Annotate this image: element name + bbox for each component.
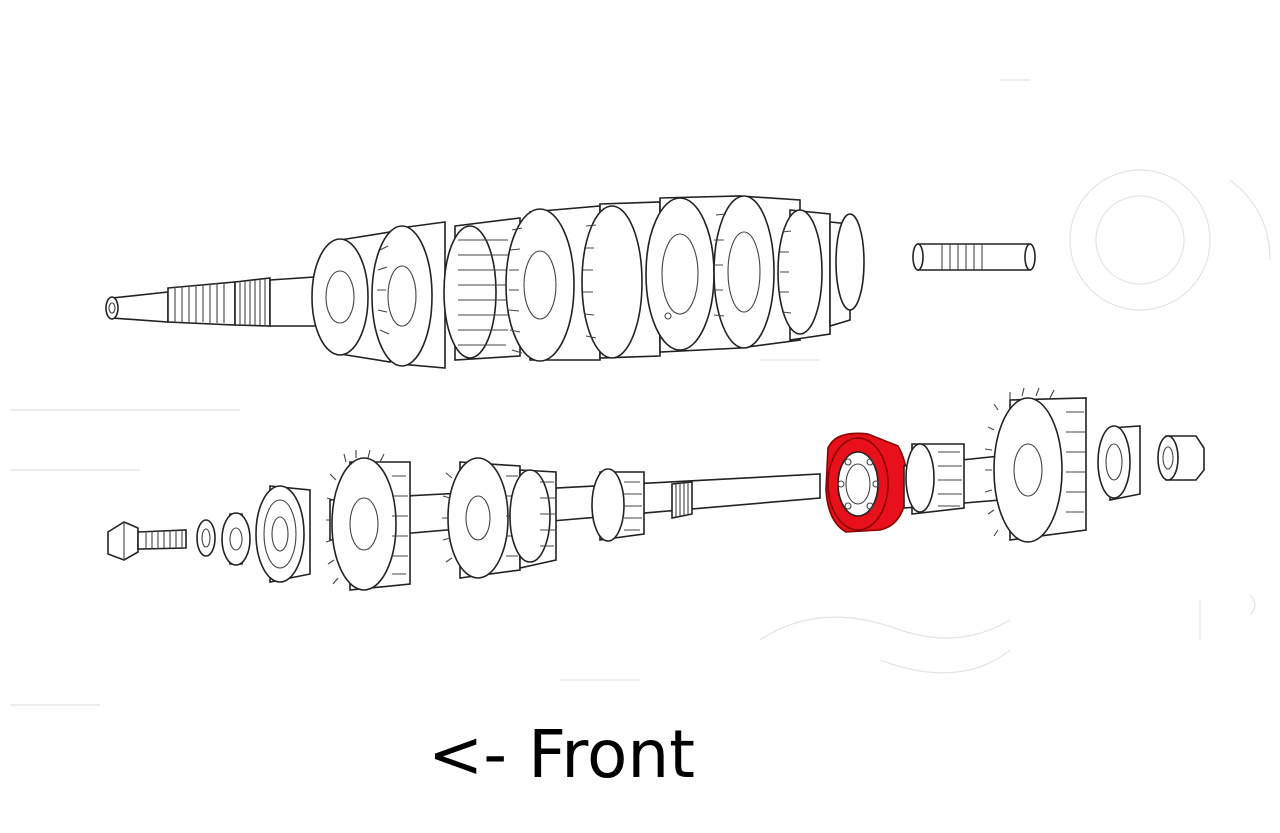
- mainshaft-gear: [777, 209, 831, 341]
- mainshaft-gear-stack: [311, 195, 865, 369]
- mainshaft-rear-bush: [829, 213, 865, 328]
- mainshaft-front-spigot: [105, 291, 169, 323]
- layshaft-gear-large: [984, 387, 1087, 543]
- bolt: [107, 521, 187, 561]
- layshaft-gear-2: [442, 457, 521, 579]
- flat-washer: [221, 512, 251, 566]
- mainshaft-gear: [581, 201, 661, 359]
- direction-label: <- Front: [428, 716, 696, 793]
- layshaft-gear-5: [905, 443, 965, 515]
- mainshaft-synchro-hub: [443, 217, 521, 361]
- layshaft-gear-1: [325, 449, 411, 591]
- spring-washer: [196, 519, 216, 557]
- highlighted-needle-bearing: [825, 432, 908, 533]
- mainshaft-assembly: [105, 195, 1036, 369]
- mainshaft-rear-piece: [912, 243, 1036, 271]
- front-bearing: [255, 485, 311, 583]
- background-faint-marks: [10, 79, 1271, 706]
- layshaft-gear-4: [591, 468, 645, 542]
- rear-nut: [1157, 435, 1205, 481]
- mainshaft-thread: [234, 277, 271, 327]
- layshaft-spline: [671, 481, 693, 519]
- rear-bearing: [1097, 425, 1141, 501]
- mainshaft-gear: [505, 205, 601, 362]
- layshaft-assembly: [107, 387, 1205, 591]
- mainshaft-splines: [167, 281, 236, 326]
- layshaft-gear-3: [509, 469, 557, 569]
- mainshaft-gear: [371, 221, 446, 369]
